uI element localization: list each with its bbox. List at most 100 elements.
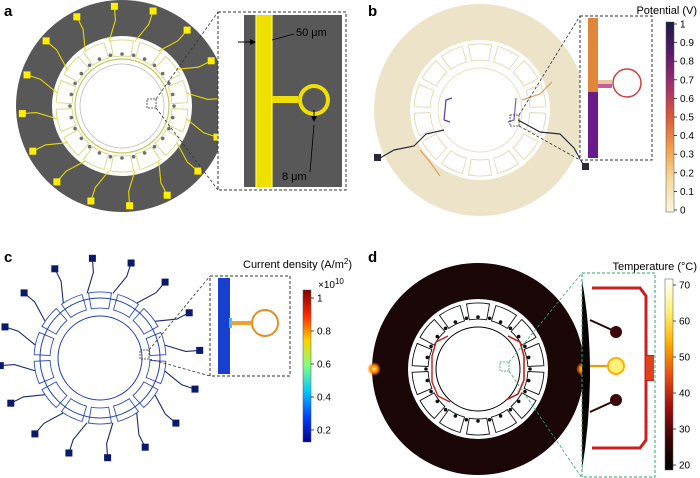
panel-a-lead <box>108 6 116 42</box>
panel-b-frame <box>492 149 520 175</box>
panel-c-multiplier-text: ×10 <box>318 280 335 291</box>
panel-a-frame <box>63 55 90 83</box>
panel-b-colorbar <box>665 21 675 213</box>
panel-b-inset-upper-band <box>588 18 598 92</box>
panel-d-heated-electrode-right <box>505 335 525 401</box>
panel-d-dot <box>443 326 448 331</box>
panel-d-left-hotspot <box>367 362 381 376</box>
panel-a-lead <box>22 112 58 120</box>
panel-d-dot <box>487 417 492 422</box>
panel-d-dot <box>435 399 440 404</box>
panel-c-pad <box>127 259 135 267</box>
panel-c-lead <box>136 281 166 304</box>
panel-d-dot <box>476 315 480 319</box>
panel-a-pad <box>213 133 221 141</box>
panel-a-pad <box>42 37 50 45</box>
panel-d-dot <box>516 399 521 404</box>
panel-d-frame <box>490 408 518 434</box>
panel-c-zoom-marker <box>139 349 150 360</box>
panel-a-pad <box>23 71 31 79</box>
panel-a-electrode-frames <box>55 39 189 173</box>
panel-c-colorbar-tick-label: 0.8 <box>317 327 331 338</box>
panel-c-colorbar-title-end: ) <box>348 259 352 271</box>
panel-a-dot <box>79 71 84 76</box>
panel-b-electrode-frames <box>413 43 547 177</box>
panel-c-pad <box>20 289 28 297</box>
panel-c-inset <box>209 275 291 377</box>
panel-c-lead <box>34 412 64 435</box>
panel-a-frame <box>154 55 181 83</box>
panel-a-dot <box>160 71 165 76</box>
panel-a-pad <box>183 26 191 34</box>
panel-b-zoom-line-top <box>518 15 581 116</box>
panel-b-colorbar-tick-label: 0.6 <box>680 94 694 105</box>
panel-a-dot <box>120 156 124 160</box>
panel-a-lead <box>26 74 58 94</box>
panel-c-pad <box>1 323 9 331</box>
panel-c-lead <box>10 394 46 404</box>
panel-b-frame <box>421 59 448 87</box>
panel-b: b 10.90.80.70.60.50.40.30.20.10 Potentia… <box>368 3 697 217</box>
panel-b-inset-loop <box>612 68 642 98</box>
panel-d-zoom-marker <box>499 361 510 372</box>
panel-a-lead <box>176 142 199 172</box>
panel-b-colorbar-tick-label: 0.5 <box>680 113 694 124</box>
panel-c-label: c <box>4 249 12 266</box>
panel-c-lead <box>164 344 200 352</box>
panel-d-dot <box>516 334 521 339</box>
panel-a-gap-label: 8 μm <box>282 171 307 183</box>
panel-a-dot <box>152 144 157 149</box>
panel-c-inset-wire <box>231 321 251 325</box>
panel-a-zoom-line-bottom <box>155 107 219 191</box>
panel-a-lead <box>32 142 68 152</box>
panel-a-dot <box>68 104 72 108</box>
panel-a-dot <box>73 126 77 131</box>
panel-b-left-pad <box>374 154 381 161</box>
panel-c-lead <box>106 422 114 458</box>
panel-b-zoom-marker <box>509 114 520 127</box>
panel-a-gap-arrowhead <box>311 116 317 122</box>
panel-d-inset-loop-hot <box>607 357 625 375</box>
panel-c-frame <box>112 293 140 319</box>
panel-b-inset <box>579 15 653 161</box>
panel-c-lead <box>164 370 196 390</box>
panel-a-frame <box>82 145 110 171</box>
panel-a-dot <box>108 154 113 159</box>
panel-a-lead <box>158 29 188 52</box>
panel-a-electrode-dots <box>68 52 176 160</box>
panel-d-zoom-line-bottom <box>508 370 583 478</box>
panel-a-frame <box>109 39 135 58</box>
panel-d-colorbar <box>664 278 674 471</box>
panel-b-label: b <box>368 3 377 20</box>
panel-b-right-upper-lead <box>521 81 553 101</box>
panel-a-width-arrowhead <box>250 39 256 45</box>
panel-d-frame <box>419 318 446 346</box>
panel-b-frame <box>421 133 448 161</box>
panel-c-frame <box>112 397 140 423</box>
panel-d-frame <box>510 392 537 420</box>
panel-a-lead <box>45 40 68 70</box>
panel-c-lead <box>0 364 36 372</box>
panel-c-inset-hot-edge <box>229 318 232 328</box>
panel-a-lead <box>186 92 222 100</box>
panel-a-frame <box>109 154 135 173</box>
panel-a-frame <box>55 79 77 104</box>
panel-c-frame <box>33 331 55 356</box>
panel-c: c 10.80.60.40.2 Current density (A/m2) ×… <box>0 249 352 462</box>
panel-a-frame <box>63 129 90 157</box>
panel-d-inset-wire-1 <box>589 319 613 331</box>
panel-d-colorbar-tick-label: 40 <box>679 389 691 400</box>
panel-c-colorbar-tick-label: 0.6 <box>317 360 331 371</box>
panel-a-pad <box>163 191 171 199</box>
panel-a-pad <box>53 178 61 186</box>
panel-d-frame <box>419 392 446 420</box>
panel-d-dot <box>443 407 448 412</box>
panel-a-frame <box>134 145 162 171</box>
panel-b-colorbar-tick-label: 0.4 <box>680 131 694 142</box>
panel-c-pad <box>185 309 193 317</box>
panel-c-pad <box>51 265 59 273</box>
panel-d-dot <box>508 407 513 412</box>
panel-d-inset-frame <box>581 272 656 478</box>
